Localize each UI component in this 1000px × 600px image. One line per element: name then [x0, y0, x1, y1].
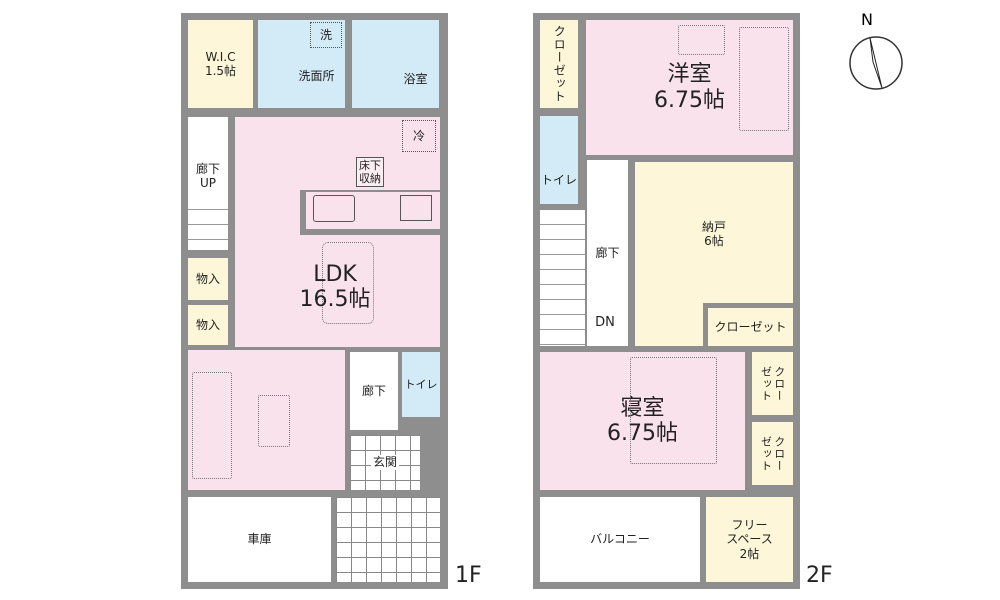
- wic-size: 1.5帖: [204, 64, 237, 78]
- ldk-name: LDK: [313, 262, 357, 287]
- dining-table: [322, 242, 374, 324]
- toilet-1f: トイレ: [402, 352, 440, 417]
- closet-2f-4: クロー ゼット: [752, 422, 793, 485]
- hall-1f-2: 廊下: [350, 352, 398, 430]
- sofa: [192, 372, 232, 479]
- bed-2f: [739, 27, 789, 131]
- toilet-2f: トイレ: [540, 116, 578, 204]
- western-name: 洋室: [667, 62, 712, 88]
- closet-2f-3: クロー ゼット: [752, 352, 793, 415]
- stairs-2f: [540, 210, 585, 346]
- free-name: フリー スペース: [726, 517, 773, 547]
- entrance-label: 玄関: [370, 455, 399, 470]
- floor1-label: 1F: [455, 563, 482, 588]
- wic-label: W.I.C: [205, 49, 236, 64]
- balcony-label: バルコニー: [590, 532, 650, 547]
- storage-2: 物入: [188, 305, 228, 345]
- underfloor-storage: 床下 収納: [356, 157, 384, 188]
- storeroom-size: 6帖: [704, 234, 724, 248]
- washroom-label: 洗面所: [298, 69, 335, 84]
- washroom: 洗面所: [258, 20, 345, 108]
- hall-label: 廊下: [195, 162, 220, 176]
- stair-dn-label: DN: [595, 315, 615, 330]
- storage-1-label: 物入: [195, 271, 220, 286]
- toilet-2f-label: トイレ: [540, 172, 577, 187]
- entrance: 玄関: [350, 435, 420, 490]
- underfloor-label: 床下 収納: [359, 159, 381, 186]
- garage: 車庫: [188, 497, 331, 582]
- storage-1: 物入: [188, 258, 228, 300]
- ldk-size: 16.5帖: [299, 287, 371, 313]
- storage-2-label: 物入: [195, 317, 220, 332]
- hall-2f: 廊下: [587, 160, 628, 346]
- bath-room: 浴室: [352, 20, 439, 108]
- closet4-label: クロー ゼット: [759, 435, 786, 472]
- closet1-label: クローゼット: [552, 25, 567, 103]
- ldk-lower: [188, 350, 345, 490]
- stair-up-label: UP: [199, 176, 217, 191]
- toilet-1f-label: トイレ: [404, 377, 438, 391]
- low-table: [258, 395, 290, 447]
- washer-icon: 洗: [310, 22, 342, 48]
- stairs-1f: [188, 195, 228, 250]
- closet2-label: クローゼット: [714, 319, 787, 334]
- floor2-label: 2F: [806, 563, 833, 588]
- closet-2f-2: クローゼット: [703, 303, 793, 346]
- closet3-label: クロー ゼット: [759, 365, 786, 402]
- bedroom-size: 6.75帖: [607, 421, 678, 446]
- fridge-icon: 冷: [402, 120, 436, 152]
- bedroom-name: 寝室: [620, 395, 665, 421]
- sink-icon: [313, 195, 355, 222]
- kitchen-counter: [300, 190, 446, 235]
- fridge-label: 冷: [412, 128, 425, 143]
- closet-2f-1: クローゼット: [540, 20, 578, 108]
- compass-north-label: N: [861, 10, 873, 29]
- desk-2f: [678, 25, 725, 55]
- compass: N: [848, 10, 908, 100]
- bed-bedroom: [630, 357, 717, 464]
- western-size: 6.75帖: [654, 87, 725, 113]
- porch: [336, 497, 440, 582]
- compass-icon: [849, 36, 903, 90]
- bath-label: 浴室: [403, 71, 428, 86]
- hall2-label: 廊下: [361, 383, 386, 398]
- free-size: 2帖: [739, 546, 760, 561]
- washer-label: 洗: [319, 27, 332, 42]
- hall-2f-label: 廊下: [595, 245, 620, 260]
- balcony: バルコニー: [540, 497, 700, 582]
- stove-icon: [400, 195, 432, 221]
- storeroom-name: 納戸: [701, 219, 726, 234]
- garage-label: 車庫: [247, 532, 272, 547]
